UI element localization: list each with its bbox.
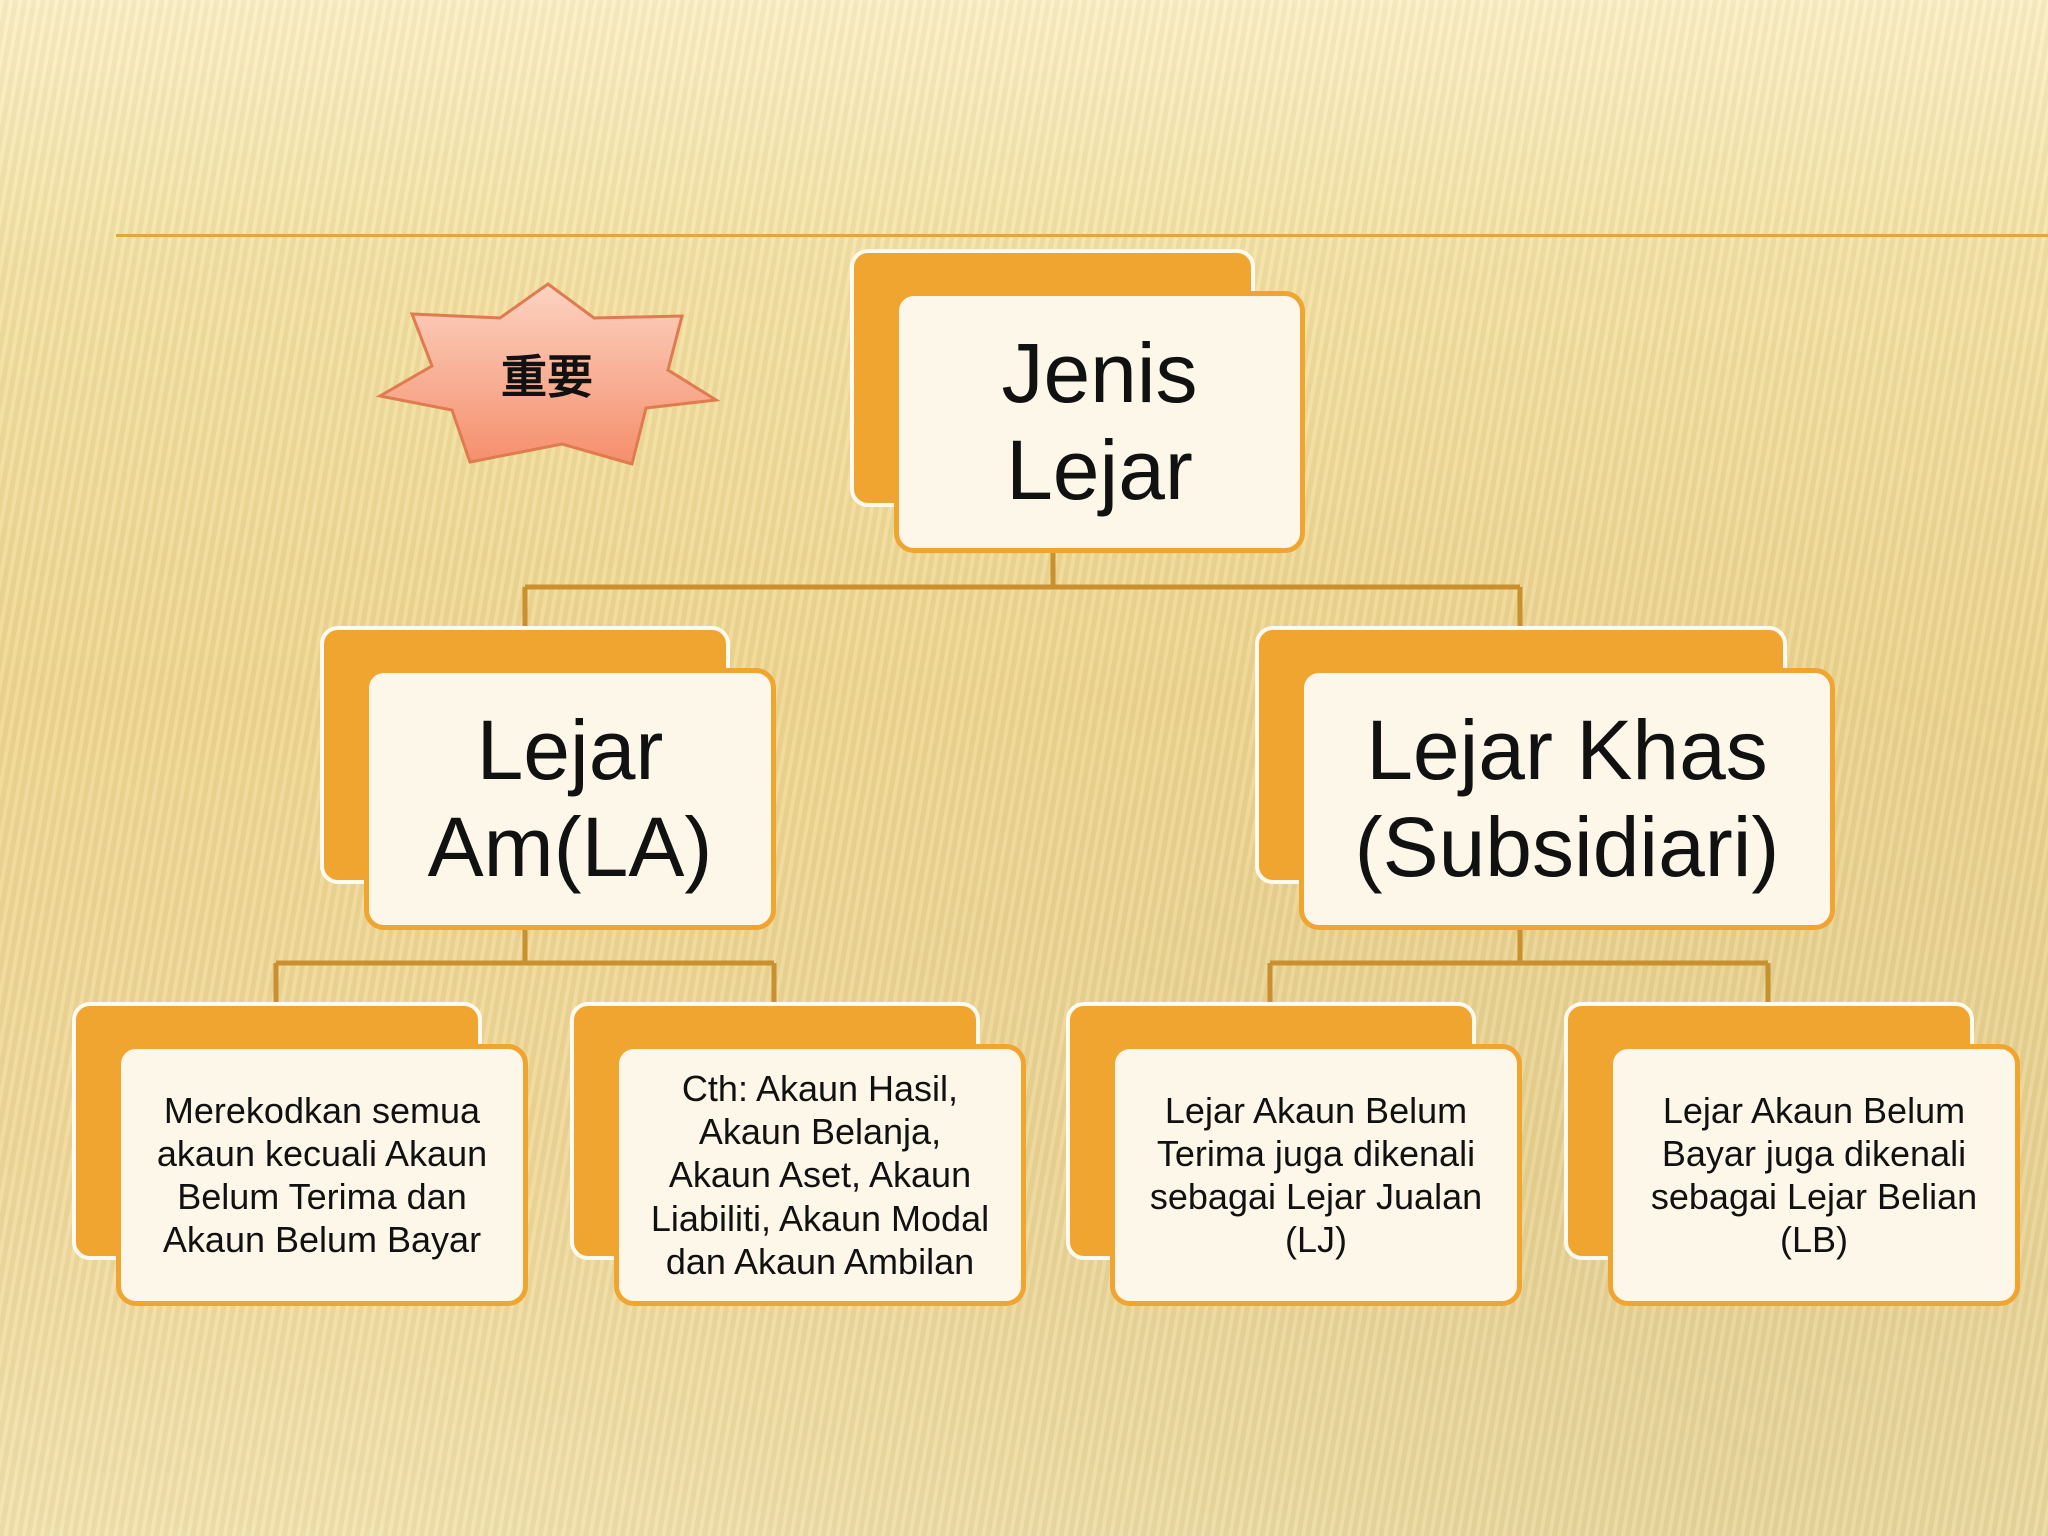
node-card: Lejar Khas (Subsidiari) [1299, 668, 1835, 930]
title-divider-line [116, 234, 2048, 237]
node-label: Lejar Akaun Belum Bayar juga dikenali se… [1650, 1089, 1978, 1261]
leaf-lejar-belian: Lejar Akaun Belum Bayar juga dikenali se… [1564, 1002, 2020, 1306]
node-card: Cth: Akaun Hasil, Akaun Belanja, Akaun A… [614, 1044, 1026, 1306]
node-card: Lejar Akaun Belum Bayar juga dikenali se… [1608, 1044, 2020, 1306]
node-label: Merekodkan semua akaun kecuali Akaun Bel… [156, 1089, 488, 1261]
node-card: Lejar Akaun Belum Terima juga dikenali s… [1110, 1044, 1522, 1306]
leaf-lejar-jualan: Lejar Akaun Belum Terima juga dikenali s… [1066, 1002, 1522, 1306]
leaf-contoh-akaun: Cth: Akaun Hasil, Akaun Belanja, Akaun A… [570, 1002, 1026, 1306]
node-lejar-am: Lejar Am(LA) [320, 626, 776, 930]
node-lejar-khas: Lejar Khas (Subsidiari) [1255, 626, 1835, 930]
star-burst-icon [375, 282, 721, 466]
node-jenis-lejar: Jenis Lejar [850, 249, 1305, 553]
connector-left-level [273, 924, 777, 1043]
node-label: Cth: Akaun Hasil, Akaun Belanja, Akaun A… [650, 1068, 990, 1282]
badge-label: 重要 [501, 350, 593, 404]
important-star-badge: 重要 [372, 278, 722, 470]
node-label: Lejar Am(LA) [427, 702, 713, 894]
node-card: Jenis Lejar [894, 291, 1305, 553]
leaf-merekodkan: Merekodkan semua akaun kecuali Akaun Bel… [72, 1002, 528, 1306]
node-card: Lejar Am(LA) [364, 668, 776, 930]
node-label: Lejar Khas (Subsidiari) [1354, 702, 1780, 894]
connector-right-level [1267, 924, 1771, 1043]
connector-root-level [522, 548, 1523, 666]
node-label: Jenis Lejar [1001, 325, 1198, 517]
node-card: Merekodkan semua akaun kecuali Akaun Bel… [116, 1044, 528, 1306]
node-label: Lejar Akaun Belum Terima juga dikenali s… [1149, 1089, 1483, 1261]
